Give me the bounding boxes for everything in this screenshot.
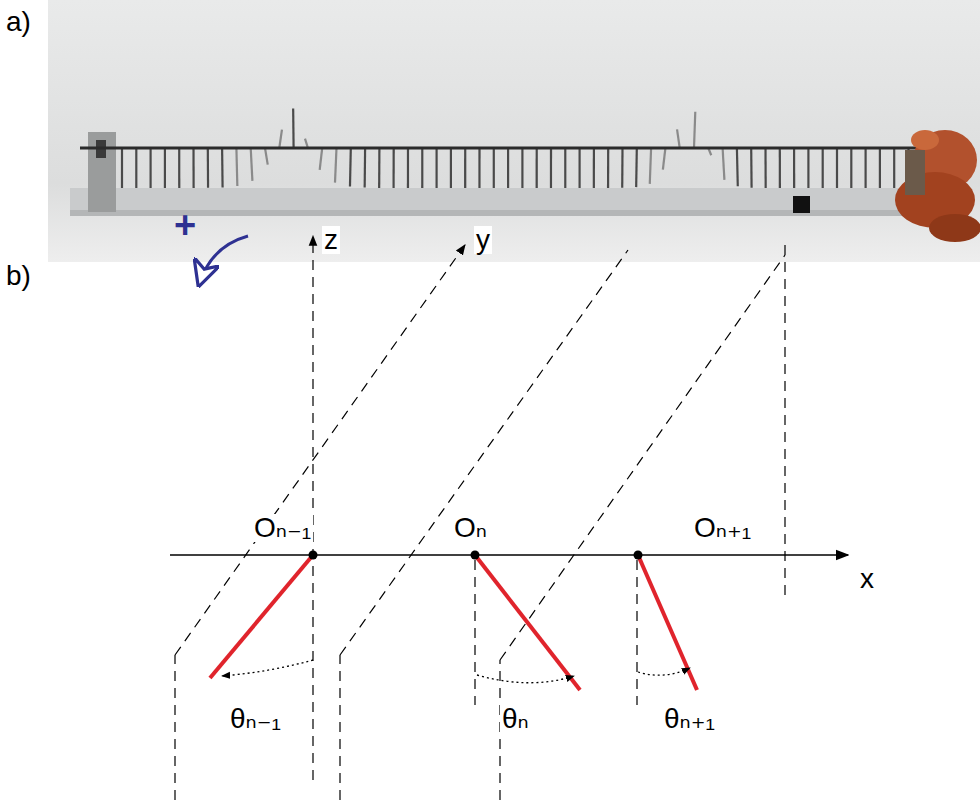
pendulum [578,148,580,188]
pendulum [192,148,194,188]
axis-label: y [474,226,492,254]
pendulum [663,148,666,170]
pendulum [893,148,895,188]
pendulum [150,148,152,188]
pendulum [650,148,651,184]
pivot-dots [309,551,643,560]
angle-label: θₙ₊₁ [662,705,717,733]
pendulum [378,148,380,188]
pendulum [279,130,282,148]
pendulum [407,148,409,188]
torsion-wire [80,147,925,150]
pendulum [550,148,552,188]
pendulum [335,148,337,183]
pendulum [850,148,852,188]
pendulum [807,148,809,188]
point-label: Oₙ₋₁ [252,514,313,542]
pendulum [793,148,795,188]
angle-arcs [222,660,690,683]
hand [895,130,980,242]
pendulum [493,148,495,188]
pendulum [864,148,866,188]
point-label: Oₙ [452,514,489,542]
pendulum [421,148,423,188]
pendulum [178,148,180,188]
schematic [170,236,848,800]
photo [48,0,980,262]
pendulum [450,148,452,188]
point-label: Oₙ₊₁ [692,514,753,542]
pendulum [836,148,838,188]
pendulum [292,108,295,148]
pendulum [635,148,638,187]
pendulum [349,148,352,186]
pendulum [235,148,238,186]
pendulum [521,148,523,188]
x-axis [170,554,848,556]
pendulum [392,148,394,188]
angle-label: θₙ [500,705,531,733]
pendulum [164,148,166,188]
pendulum [779,148,781,188]
pendulum [265,148,268,165]
pendulum [607,148,609,188]
pendulum [536,148,538,188]
pendulum [736,148,739,186]
pendulum [135,148,137,188]
pendulum [694,112,695,148]
panel-letter: b) [4,262,33,290]
pendulum [564,148,566,188]
pendulum [822,148,824,188]
pendulum [677,129,680,148]
rotation-arrow [200,236,248,282]
pendulum-planes [175,236,785,800]
pendulum [621,148,623,188]
pendulum-rods [210,555,697,690]
pendulum [207,148,209,188]
pendulum [723,148,725,180]
pendulum [507,148,509,188]
panel-letter: a) [4,8,33,36]
photo-background [48,0,980,262]
left-stand [88,132,116,212]
pendulum [320,148,323,170]
pendulum [364,148,367,188]
base-bar [70,188,930,212]
pendulum [121,148,123,188]
axis-label: x [858,565,876,593]
black-block [793,196,810,213]
pendulum [593,148,595,188]
pendulum [221,148,224,187]
pendulum [750,148,753,188]
pendulum [464,148,466,188]
pendulum [251,148,253,181]
sign-symbol: + [172,206,198,244]
pendulum [879,148,881,188]
axis-label: z [322,226,340,254]
angle-label: θₙ₋₁ [228,705,283,733]
pendulum [764,148,766,188]
pendulum [435,148,437,188]
pendulum [478,148,480,188]
